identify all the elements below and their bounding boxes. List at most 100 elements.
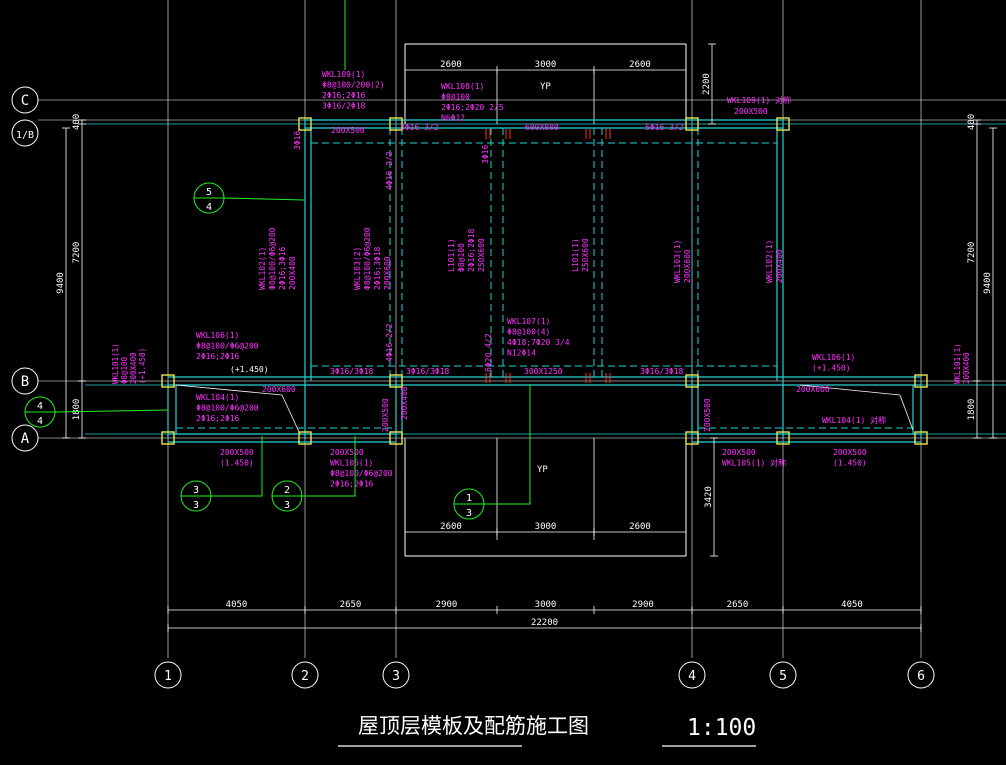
wkl107: WKL107(1) xyxy=(507,317,550,326)
l101-b: 250X600 xyxy=(581,238,590,272)
callout-leader xyxy=(54,409,169,413)
axis-label-x: 6 xyxy=(917,669,925,684)
wkl105-left: Φ8@100/Φ6@200 xyxy=(330,469,393,478)
column xyxy=(685,431,699,445)
wkl107-size: 300X1250 xyxy=(524,367,563,376)
callout-leader xyxy=(484,384,531,505)
callout-bottom: 3 xyxy=(193,500,199,511)
callout-top: 5 xyxy=(206,187,212,198)
callout-bottom: 3 xyxy=(284,500,290,511)
axis-label-y: B xyxy=(21,374,29,390)
wkl102: 2Φ16;3Φ16 xyxy=(278,246,287,290)
right-dim-value: 400 xyxy=(967,114,977,130)
left-total-value: 9400 xyxy=(56,272,66,294)
rebar-b-v1: 4Φ16 2/2 xyxy=(385,323,394,362)
column xyxy=(685,117,699,131)
column xyxy=(914,374,928,388)
wkl103: Φ8@100/Φ6@200 xyxy=(363,227,372,290)
callout-top: 2 xyxy=(284,485,290,496)
bottom-right-size: 200X500 xyxy=(833,448,867,457)
callout-leader xyxy=(223,197,306,201)
wkl104-left: Φ8@100/Φ6@200 xyxy=(196,404,259,413)
axis-bubble-x xyxy=(291,661,319,689)
total-dim-value: 22200 xyxy=(531,618,558,628)
wkl101-right: WKL101(1) xyxy=(953,343,962,384)
bottom-canopy-dim-value: 2600 xyxy=(440,522,462,532)
column xyxy=(389,374,403,388)
size-500-v-right: 200X500 xyxy=(703,398,712,432)
column xyxy=(161,374,175,388)
column xyxy=(161,431,175,445)
slab-line xyxy=(799,384,901,396)
axis-label-y: A xyxy=(21,431,30,447)
wkl106-right: (+1.450) xyxy=(812,364,851,373)
column xyxy=(776,431,790,445)
wkl108: Φ8@100 xyxy=(441,93,470,102)
bottom-canopy-depth-value: 3420 xyxy=(704,486,714,508)
callout-bottom: 4 xyxy=(206,202,212,213)
wkl109-right: WKL109(1) 对称 xyxy=(727,95,791,105)
l101-a: 2Φ16;2Φ18 xyxy=(467,228,476,272)
wkl101-right: 200X400 xyxy=(962,352,971,384)
rebar-3f16-v: 3Φ16 xyxy=(481,145,490,164)
wkl105-right: WKL105(1) 对称 xyxy=(722,458,786,468)
column xyxy=(298,431,312,445)
wkl109-left: Φ8@100/200(2) xyxy=(322,81,385,90)
rebar-b1: 3Φ16/3Φ18 xyxy=(330,367,374,376)
bottom-right-size: (1.450) xyxy=(833,459,867,468)
elevation-left: (+1.450) xyxy=(230,365,269,374)
bottom-canopy-label: YP xyxy=(537,465,548,475)
left-dim-value: 1800 xyxy=(72,399,82,421)
rebar-b3: 3Φ16/3Φ18 xyxy=(640,367,684,376)
rebar-b2: 3Φ16/3Φ18 xyxy=(406,367,450,376)
axis-bubble-x xyxy=(769,661,797,689)
callout-leader xyxy=(211,436,263,497)
wkl102-right: 200X400 xyxy=(775,249,784,283)
wkl108: N6Φ12 xyxy=(441,114,465,123)
right-dim-value: 7200 xyxy=(967,242,977,264)
wkl106-left: 2Φ16;2Φ16 xyxy=(196,352,240,361)
top-canopy-dim-value: 2600 xyxy=(440,60,462,70)
wkl106-left: WKL106(1) xyxy=(196,331,239,340)
size-600-right: 200X600 xyxy=(796,385,830,394)
l101-a: Φ8@100 xyxy=(457,243,466,272)
top-canopy-dim-value: 2600 xyxy=(629,60,651,70)
wkl102: WKL102(1) xyxy=(258,247,267,290)
right-dim-value: 1800 xyxy=(967,399,977,421)
top-canopy-label: YP xyxy=(540,82,551,92)
wkl102: 200X400 xyxy=(288,256,297,290)
column xyxy=(776,117,790,131)
wkl105-left: 200X500 xyxy=(330,448,364,457)
column xyxy=(685,374,699,388)
wkl101-left: Φ8@100 xyxy=(120,356,129,384)
bottom-dim-value: 4050 xyxy=(841,600,863,610)
slab-line xyxy=(899,394,914,431)
callout-leader xyxy=(302,436,356,497)
size-400-v: 200X400 xyxy=(400,386,409,420)
wkl101-left: 200X400 xyxy=(129,352,138,384)
rebar-b-v2: 6Φ20 4/2 xyxy=(484,333,493,372)
wkl108: WKL108(1) xyxy=(441,82,484,91)
wkl101-left: (+1.450) xyxy=(138,348,147,384)
axis-bubble-y xyxy=(11,424,39,452)
left-dim-value: 7200 xyxy=(72,242,82,264)
right-total-value: 9400 xyxy=(983,272,993,294)
column xyxy=(914,431,928,445)
drawing-scale: 1:100 xyxy=(687,715,756,741)
left-dim-value: 400 xyxy=(72,114,82,130)
rebar-top-left: 3Φ16 3/2 xyxy=(400,123,439,132)
wkl105-right: 200X500 xyxy=(722,448,756,457)
axis-bubble-x xyxy=(907,661,935,689)
wkl104-left: 2Φ16;2Φ16 xyxy=(196,414,240,423)
top-canopy-depth-value: 2200 xyxy=(702,73,712,95)
bottom-dim-value: 3000 xyxy=(535,600,557,610)
bottom-canopy-dim-value: 2600 xyxy=(629,522,651,532)
wkl104-left: WKL104(1) xyxy=(196,393,239,402)
bottom-dim-value: 2650 xyxy=(727,600,749,610)
l101-a: 250X600 xyxy=(477,238,486,272)
top-canopy-dim-value: 3000 xyxy=(535,60,557,70)
slab-line xyxy=(281,394,301,435)
axis-bubble-x xyxy=(678,661,706,689)
